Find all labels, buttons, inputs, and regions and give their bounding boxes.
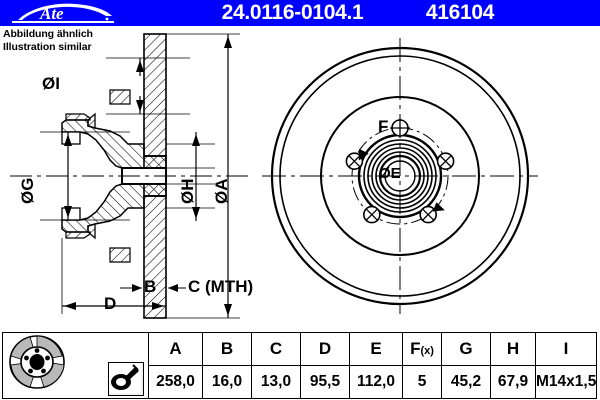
illustration-note: Abbildung ähnlich Illustration similar bbox=[3, 28, 93, 53]
svg-text:Ate: Ate bbox=[39, 4, 64, 23]
header-g: G bbox=[441, 332, 491, 366]
header-f: F(x) bbox=[402, 332, 442, 366]
header-i: I bbox=[535, 332, 597, 366]
value-e: 112,0 bbox=[349, 365, 403, 399]
label-overall-d: D bbox=[104, 294, 117, 313]
drawing-svg bbox=[10, 33, 538, 319]
label-bore-g: ØG bbox=[18, 177, 37, 204]
value-a: 258,0 bbox=[148, 365, 203, 399]
label-hub-h: ØH bbox=[178, 178, 197, 205]
header-f-suffix: (x) bbox=[420, 345, 434, 357]
reference-code: 416104 bbox=[425, 1, 495, 24]
note-line-de: Abbildung ähnlich bbox=[3, 28, 93, 40]
label-outer-a: ØA bbox=[212, 178, 231, 205]
value-b: 16,0 bbox=[202, 365, 252, 399]
header-a: A bbox=[148, 332, 203, 366]
value-h: 67,9 bbox=[490, 365, 536, 399]
value-g: 45,2 bbox=[441, 365, 491, 399]
value-c: 13,0 bbox=[251, 365, 301, 399]
header-bar: Ate 24.0116-0104.1 416104 bbox=[0, 0, 600, 26]
ate-logo: Ate bbox=[10, 2, 116, 25]
label-min-thickness-c: C (MTH) bbox=[188, 277, 254, 296]
header-c: C bbox=[251, 332, 301, 366]
header-e: E bbox=[349, 332, 403, 366]
label-bore-i: ØI bbox=[42, 74, 60, 93]
header-f-letter: F bbox=[410, 339, 421, 358]
label-thickness-b: B bbox=[144, 277, 157, 296]
note-line-en: Illustration similar bbox=[3, 40, 92, 53]
dimension-table-area: A B C D E F(x) G H I 258,0 16,0 13,0 95,… bbox=[0, 330, 600, 400]
front-view bbox=[262, 38, 538, 314]
value-f: 5 bbox=[402, 365, 442, 399]
value-d: 95,5 bbox=[300, 365, 350, 399]
icon-cell bbox=[2, 332, 149, 399]
table-header-row: A B C D E F(x) G H I bbox=[2, 332, 597, 399]
part-number: 24.0116-0104.1 bbox=[221, 1, 364, 24]
label-center-bore-e: ØE bbox=[379, 165, 401, 182]
label-bolt-hole-f: F bbox=[378, 117, 389, 136]
table-value-row: 258,0 16,0 13,0 95,5 112,0 5 45,2 67,9 M… bbox=[3, 365, 597, 399]
dimension-table: A B C D E F(x) G H I 258,0 16,0 13,0 95,… bbox=[2, 332, 597, 399]
section-view bbox=[10, 33, 250, 319]
header-h: H bbox=[490, 332, 536, 366]
value-i: M14x1,5 bbox=[535, 365, 597, 399]
technical-drawing: ØI ØG ØH ØA B C (MTH) D F ØE bbox=[0, 26, 600, 326]
header-d: D bbox=[300, 332, 350, 366]
header-b: B bbox=[202, 332, 252, 366]
